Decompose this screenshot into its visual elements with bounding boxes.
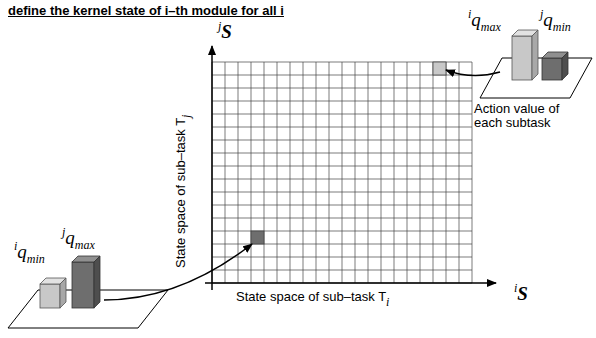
q-symbol: q — [65, 227, 75, 248]
grid-line — [290, 62, 291, 283]
bar-dark-short — [542, 52, 568, 80]
inset-caption: Action value of each subtask — [474, 102, 574, 131]
action-value-label: jqmin — [540, 8, 571, 34]
axis-index: i — [514, 281, 517, 295]
axis-symbol: iS — [514, 282, 528, 305]
axis-title-index: j — [179, 115, 193, 118]
grid-line — [251, 62, 252, 283]
axis-title-text: State space of sub–task T — [173, 118, 188, 268]
grid-line — [420, 62, 421, 283]
q-subscript: min — [553, 20, 571, 34]
grid-line — [212, 153, 472, 154]
q-subscript: min — [27, 252, 45, 266]
y-axis — [211, 46, 213, 290]
axis-title-text: State space of sub–task T — [236, 289, 386, 304]
axis-symbol-letter: S — [221, 21, 232, 42]
q-subscript: max — [481, 20, 501, 34]
q-index: i — [14, 239, 17, 253]
grid-line — [433, 62, 434, 283]
grid-line — [277, 62, 278, 283]
bar-light-short — [40, 278, 66, 308]
grid-line — [472, 62, 473, 283]
grid-line — [212, 88, 472, 89]
action-value-label: jqmax — [62, 226, 95, 252]
x-axis — [205, 282, 496, 284]
note-group: define the kernel state of i–th module f… — [8, 1, 284, 19]
grid-line — [212, 127, 472, 128]
grid-line — [212, 270, 472, 271]
grid-line — [212, 192, 472, 193]
grid-line — [329, 62, 330, 283]
axis-symbol-letter: S — [517, 283, 528, 304]
grid-line — [264, 62, 265, 283]
grid-line — [342, 62, 343, 283]
grid-line — [394, 62, 395, 283]
axis-index: j — [218, 19, 221, 33]
grid-line — [407, 62, 408, 283]
q-index: j — [62, 225, 65, 239]
grid-line — [381, 62, 382, 283]
q-index: j — [540, 7, 543, 21]
grid-line — [212, 179, 472, 180]
grid-line — [368, 62, 369, 283]
grid-line — [355, 62, 356, 283]
bar-dark-tall — [72, 256, 100, 308]
grid-line — [212, 114, 472, 115]
q-index: i — [468, 7, 471, 21]
grid-line — [459, 62, 460, 283]
grid-line — [303, 62, 304, 283]
highlight-cell — [433, 62, 446, 75]
bar-light-tall — [512, 30, 538, 80]
grid-line — [225, 62, 226, 283]
q-symbol: q — [471, 9, 481, 30]
grid-line — [212, 218, 472, 219]
q-subscript: max — [75, 238, 95, 252]
grid-line — [212, 166, 472, 167]
highlight-cell — [251, 231, 264, 244]
grid-line — [212, 205, 472, 206]
axis-title-index: i — [386, 295, 389, 309]
action-value-label: iqmax — [468, 8, 501, 34]
axis-symbol: jS — [218, 20, 232, 43]
action-value-label: iqmin — [14, 240, 45, 266]
grid-line — [212, 101, 472, 102]
grid-line — [212, 257, 472, 258]
q-symbol: q — [17, 241, 27, 262]
grid-line — [238, 62, 239, 283]
grid-line — [212, 140, 472, 141]
grid-line — [446, 62, 447, 283]
grid-line — [316, 62, 317, 283]
heading-note: define the kernel state of i–th module f… — [8, 3, 284, 18]
inset-caption-text: Action value of each subtask — [474, 101, 559, 130]
state-grid — [212, 62, 472, 283]
q-symbol: q — [543, 9, 553, 30]
axis-title: State space of sub–task Ti — [236, 290, 389, 309]
pointer-arrow — [446, 70, 500, 76]
axis-title: State space of sub–task Tj — [174, 115, 193, 268]
